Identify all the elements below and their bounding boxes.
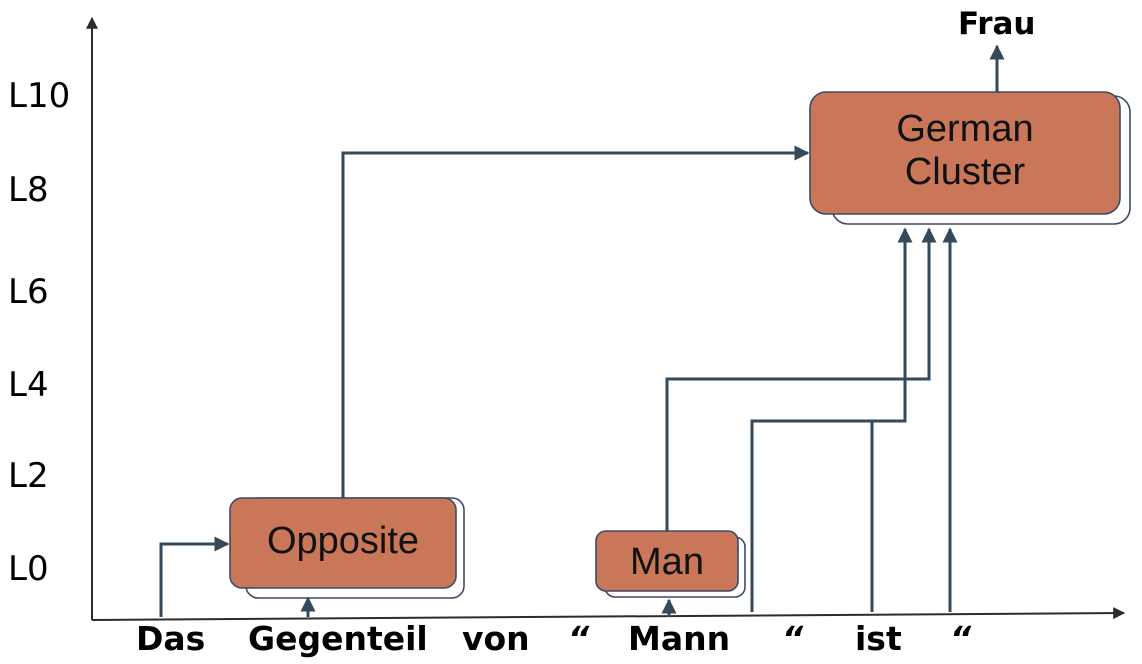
german-cluster-label-line1: German bbox=[896, 108, 1034, 150]
token-von: von bbox=[462, 619, 530, 658]
token-quote-last: “ bbox=[950, 619, 972, 658]
german-cluster-box bbox=[809, 91, 1121, 215]
german-cluster-label-line2: Cluster bbox=[904, 150, 1026, 193]
man-label: Man bbox=[630, 541, 704, 583]
token-gegenteil: Gegenteil bbox=[248, 619, 428, 658]
edge-man-to-german bbox=[665, 227, 937, 531]
opposite-label: Opposite bbox=[266, 520, 420, 562]
output-token-frau: Frau bbox=[958, 6, 1036, 42]
edge-das-to-opposite bbox=[159, 536, 230, 617]
layer-label-l10: L10 bbox=[8, 76, 71, 116]
layer-label-l8: L8 bbox=[8, 170, 49, 210]
token-quote-open: “ bbox=[568, 619, 590, 658]
token-mann: Mann bbox=[628, 619, 731, 658]
layer-label-l4: L4 bbox=[8, 365, 49, 405]
x-axis bbox=[91, 607, 1126, 621]
token-ist: ist bbox=[855, 619, 902, 658]
token-das: Das bbox=[136, 619, 206, 658]
layer-label-l0: L0 bbox=[8, 549, 49, 589]
token-quote-close: “ bbox=[782, 619, 804, 658]
layer-label-l6: L6 bbox=[8, 272, 49, 312]
edge-opposite-to-german bbox=[341, 145, 810, 498]
edge-quote-to-german bbox=[750, 227, 913, 612]
layer-label-l2: L2 bbox=[8, 456, 49, 496]
german-cluster-label: German Cluster bbox=[810, 108, 1120, 193]
